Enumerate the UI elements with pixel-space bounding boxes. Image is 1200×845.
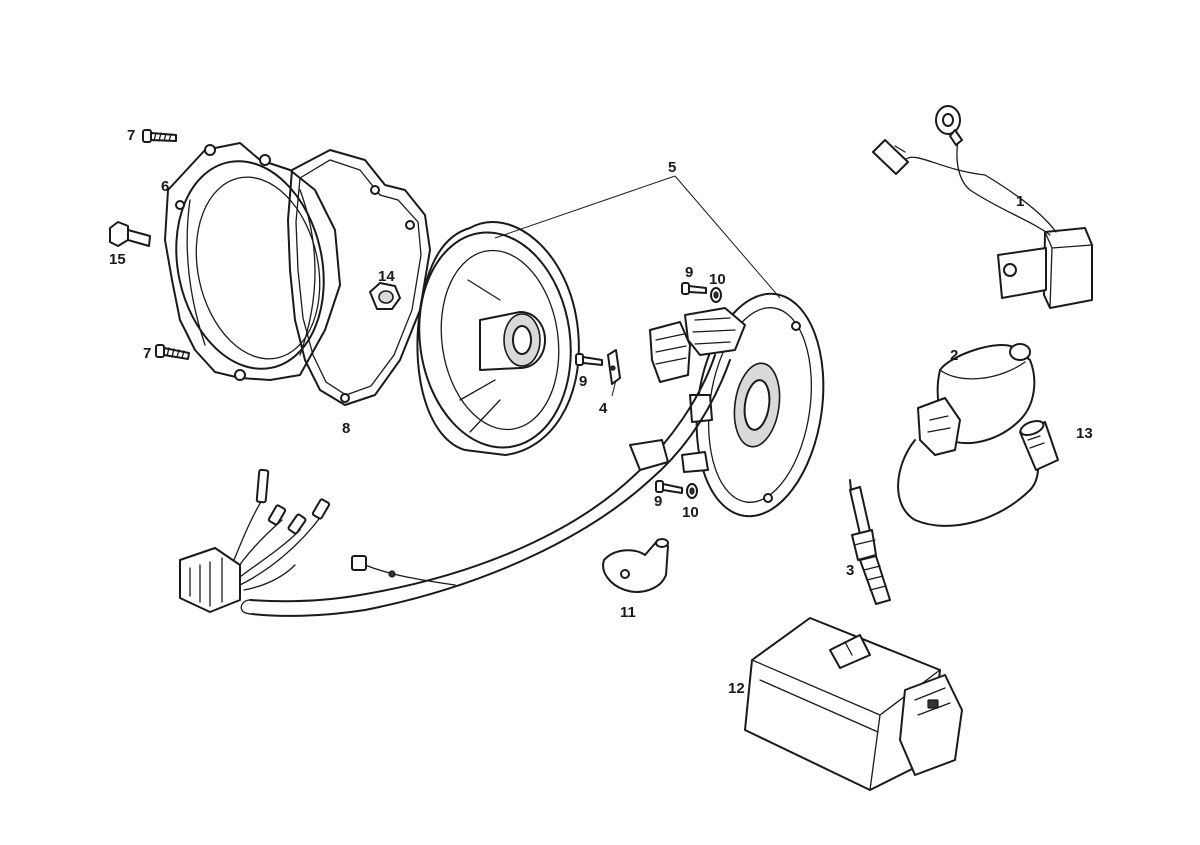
part-9-screw-mid — [575, 353, 603, 366]
part-12-cdi-unit — [744, 617, 963, 791]
part-5-stator — [649, 292, 825, 518]
callout-9-bottom: 9 — [654, 493, 662, 510]
callout-3: 3 — [846, 562, 854, 579]
part-7-screw-upper — [142, 129, 177, 143]
callout-4: 4 — [599, 400, 608, 417]
callout-1: 1 — [1016, 193, 1024, 210]
part-2-ignition-coil — [897, 343, 1040, 527]
callout-8: 8 — [342, 420, 350, 437]
callout-15: 15 — [109, 251, 126, 268]
callout-9-mid: 9 — [579, 373, 587, 390]
part-14-nut — [369, 282, 401, 310]
callout-6: 6 — [161, 178, 169, 195]
callout-7-lower: 7 — [143, 345, 151, 362]
callout-10-top: 10 — [709, 271, 726, 288]
wiring-harness — [179, 354, 731, 617]
part-3-spark-plug — [849, 479, 891, 605]
part-15-bolt — [109, 221, 151, 247]
callout-10-bottom: 10 — [682, 504, 699, 521]
part-1-regulator — [872, 105, 1093, 309]
part-10-washer-top — [710, 287, 722, 303]
part-4-pickup-bracket — [607, 349, 621, 385]
callout-5: 5 — [668, 159, 676, 176]
part-8-gasket — [287, 149, 431, 406]
part-5-flywheel — [416, 221, 580, 456]
callout-labels: 1 2 3 4 5 6 7 7 8 9 9 9 10 10 11 12 13 1… — [109, 127, 1093, 697]
part-10-washer-bottom — [686, 483, 698, 499]
part-6-cover — [164, 142, 341, 381]
part-13-spark-cap — [1019, 420, 1059, 471]
callout-12: 12 — [728, 680, 745, 697]
leader-lines — [494, 175, 781, 397]
part-7-screw-lower — [155, 344, 190, 360]
callout-14: 14 — [378, 268, 395, 285]
callout-2: 2 — [950, 347, 958, 364]
callout-9-top: 9 — [685, 264, 693, 281]
callout-13: 13 — [1076, 425, 1093, 442]
callout-11: 11 — [620, 604, 636, 621]
part-9-screw-top — [681, 282, 707, 295]
part-11-pickup — [602, 538, 669, 593]
callout-7-upper: 7 — [127, 127, 135, 144]
part-9-screw-bottom — [655, 480, 683, 494]
